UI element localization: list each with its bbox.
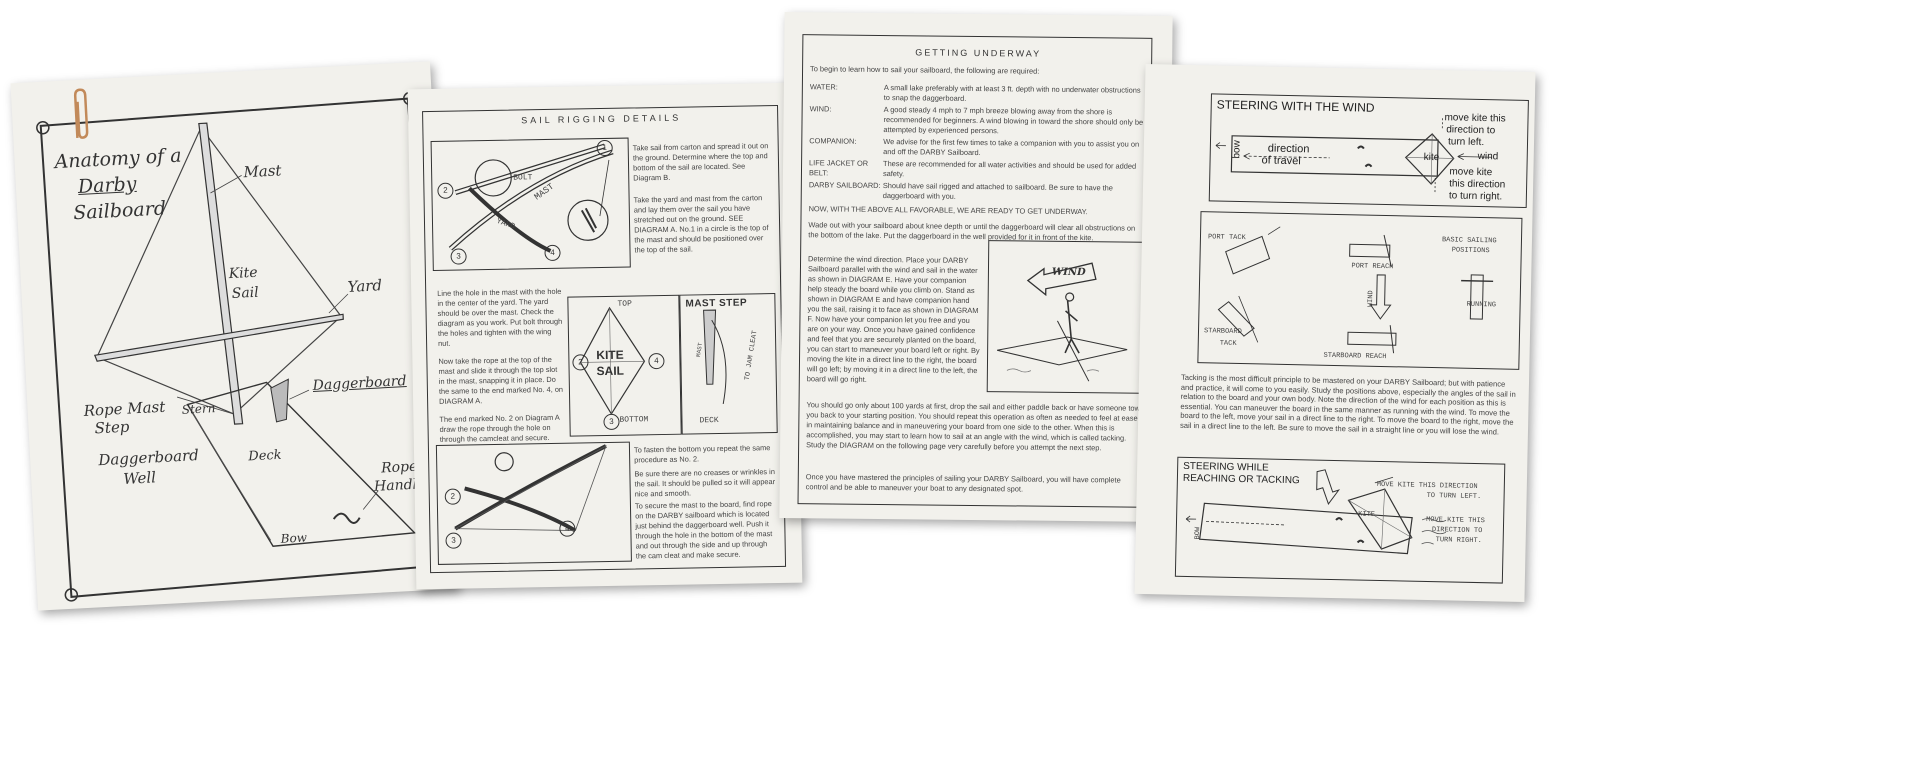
direction-of-travel-1: direction xyxy=(1267,142,1310,156)
anatomy-drawing xyxy=(36,91,447,602)
label-wind: WIND xyxy=(1051,266,1086,279)
req-lifejacket-desc: These are recommended for all water acti… xyxy=(882,159,1137,179)
label-deck: Deck xyxy=(247,447,282,465)
paper-clip-icon xyxy=(73,88,89,139)
move-right-1: move kite xyxy=(1449,166,1493,179)
underway-p1: Wade out with your sailboard about knee … xyxy=(808,220,1136,243)
req-water-desc: A small lake preferably with at least 3 … xyxy=(883,83,1141,103)
basic-positions-drawing xyxy=(1217,226,1494,354)
req-sailboard-desc: Should have sail rigged and attached to … xyxy=(882,181,1113,201)
rigging-p3: Line the hole in the mast with the hole … xyxy=(437,286,563,348)
req-lifejacket-term: LIFE JACKET OR BELT: xyxy=(808,158,869,178)
req-companion-desc: We advise for the first few times to tak… xyxy=(883,137,1140,158)
rigging-drawings xyxy=(448,143,727,533)
page-anatomy: Anatomy of a Darby Sailboard Mast Kite S… xyxy=(10,61,458,611)
label-kite-lower: kite xyxy=(1423,151,1440,164)
label-bottom: BOTTOM xyxy=(619,415,649,425)
label-bow: Bow xyxy=(280,530,308,546)
label-mast-step: MAST STEP xyxy=(685,297,748,310)
tacking-paragraph: Tacking is the most difficult principle … xyxy=(1179,372,1516,437)
label-top: TOP xyxy=(617,299,632,309)
diagram-mast-step xyxy=(679,293,778,435)
page-sail-rigging: SAIL RIGGING DETAILS 1 2 3 4 BOLT MAST Y… xyxy=(407,82,803,590)
label-rope-handle-1: Rope xyxy=(380,458,418,477)
label-stern: Stern xyxy=(181,401,216,417)
label-mast: Mast xyxy=(242,161,282,182)
label-bolt: BOLT xyxy=(513,173,533,183)
rigging-p8: To secure the mast to the board, find ro… xyxy=(634,499,773,561)
req-sailboard-term: DARBY SAILBOARD: xyxy=(808,180,881,190)
page-getting-underway: GETTING UNDERWAY To begin to learn how t… xyxy=(779,11,1173,523)
label-yard: Yard xyxy=(347,276,383,296)
reaching-drawing xyxy=(1185,469,1447,555)
page-steering: STEERING WITH THE WIND move kite this di… xyxy=(1134,63,1536,603)
move-right-3: to turn right. xyxy=(1448,190,1503,203)
req-water-term: WATER: xyxy=(809,82,838,92)
anatomy-title-line-2: Darby xyxy=(77,172,138,198)
underway-p3: You should go only about 100 yards at fi… xyxy=(806,400,1140,453)
label-kite-sail-1: KITE xyxy=(596,347,624,363)
rigging-p1: Take sail from carton and spread it out … xyxy=(632,141,769,183)
label-deck: DECK xyxy=(699,416,719,426)
rigging-p4: Now take the rope at the top of the mast… xyxy=(438,354,564,406)
label-kite-sail-2: SAIL xyxy=(596,363,625,379)
underway-p4: Once you have mastered the principles of… xyxy=(805,472,1121,494)
rigging-p7: Be sure there are no creases or wrinkles… xyxy=(634,467,776,499)
diagram-c xyxy=(435,441,632,565)
direction-of-travel-2: of travel xyxy=(1261,154,1301,168)
steering-wind-drawing xyxy=(1215,118,1492,195)
req-companion-term: COMPANION: xyxy=(809,136,857,146)
underway-p2: Determine the wind direction. Place your… xyxy=(806,254,980,384)
move-right-2: this direction xyxy=(1449,178,1506,191)
label-daggerboard-well-2: Well xyxy=(122,468,157,488)
label-rope-mast-step-2: Step xyxy=(94,417,130,438)
wind-rider-drawing xyxy=(997,262,1128,382)
req-wind-term: WIND: xyxy=(809,104,832,114)
label-wind-lower: wind xyxy=(1477,150,1499,163)
label-bow-lower: bow xyxy=(1231,140,1243,159)
label-kite-sail-1: Kite xyxy=(228,264,258,283)
label-kite-sail-2: Sail xyxy=(231,284,260,303)
rigging-p6: To fasten the bottom you repeat the same… xyxy=(633,443,771,465)
rigging-p2: Take the yard and mast from the carton a… xyxy=(633,193,769,255)
req-wind-desc: A good steady 4 mph to 7 mph breeze blow… xyxy=(883,105,1144,136)
rigging-p5: The end marked No. 2 on Diagram A draw t… xyxy=(439,412,560,444)
